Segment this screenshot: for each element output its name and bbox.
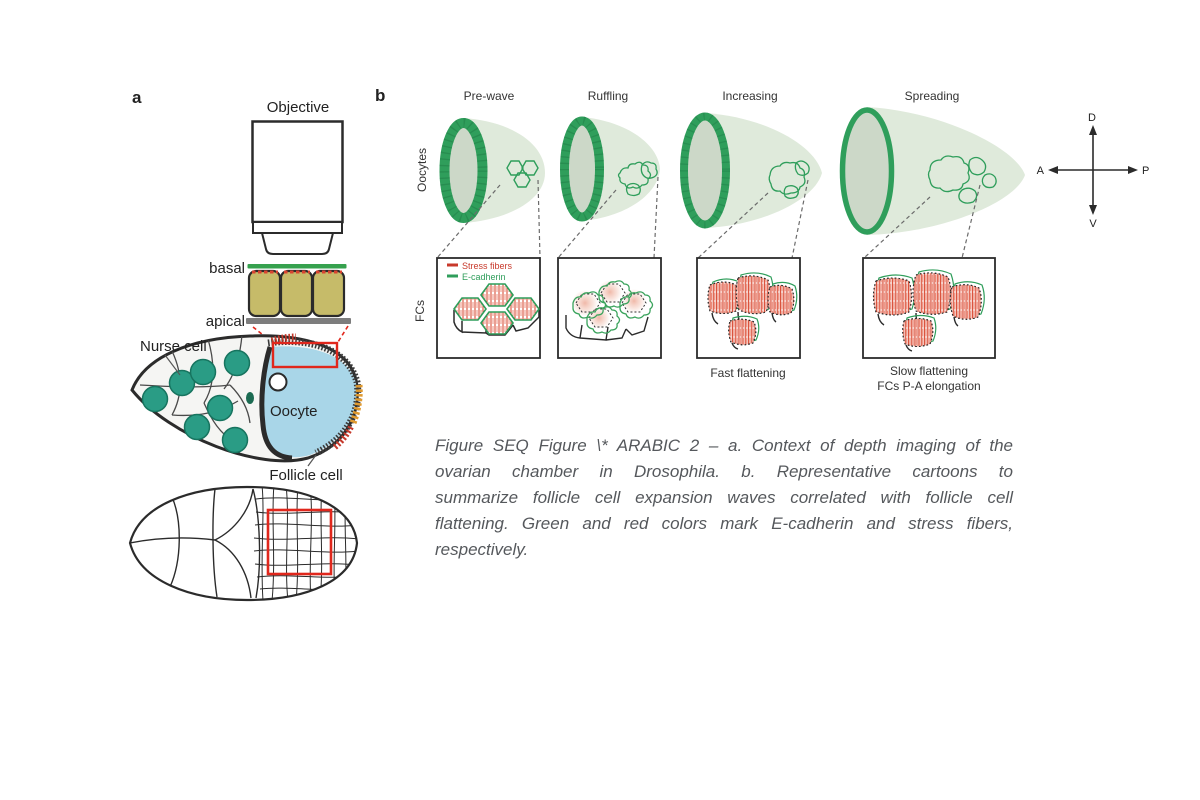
new-cell-cluster [768, 160, 810, 199]
legend-e-cadherin: E-cadherin [462, 272, 506, 282]
stage-label-pre-wave: Pre-wave [464, 89, 515, 103]
basal-label: basal [209, 260, 245, 277]
oocyte-cartoon-pre-wave [436, 118, 545, 259]
fcs-pa-elongation-label: FCs P-A elongation [877, 379, 980, 393]
apical-gray-line [246, 318, 351, 324]
arrow-left-icon [1048, 166, 1058, 174]
compass-dorsal-label: D [1088, 112, 1096, 124]
legend-stress-fibers: Stress fibers [462, 261, 513, 271]
fc-box-increasing [696, 257, 801, 359]
e-cadherin-legend-swatch [447, 274, 458, 278]
stage-label-spreading: Spreading [905, 89, 960, 103]
axis-compass: D V A P [1037, 112, 1150, 230]
fc-box-ruffling [557, 257, 662, 359]
elongated-cells [872, 269, 985, 352]
fcs-row-label: FCs [413, 300, 427, 322]
caption-line: ovarian chamber in Drosophila. b. Repres… [435, 462, 1013, 481]
oocyte-label: Oocyte [270, 403, 318, 420]
large-cell-boundaries [130, 488, 261, 599]
caption-line: flattening. Green and red colors mark E-… [435, 514, 1013, 533]
fc-box-spreading [862, 257, 996, 359]
nurse-cell-label: Nurse cell [140, 338, 207, 355]
objective-label: Objective [267, 99, 330, 116]
egg-surface-drawing [128, 485, 359, 602]
oocyte-nucleus [268, 372, 288, 392]
oocyte-cartoon-ruffling [557, 116, 660, 259]
figure-caption: Figure SEQ Figure \* ARABIC 2 – a. Conte… [435, 433, 1013, 563]
egg-chamber-drawing: Oocyte Nurse cell Follicle cell [130, 333, 363, 484]
nurse-cell-nuclei [141, 349, 254, 454]
apical-label: apical [206, 313, 245, 330]
follicle-cells-drawing: basal apical [206, 260, 351, 343]
oocytes-row-label: Oocytes [415, 148, 429, 192]
compass-ventral-label: V [1089, 218, 1097, 230]
caption-line: summarize follicle cell expansion waves … [435, 488, 1013, 507]
compass-anterior-label: A [1037, 165, 1045, 177]
basal-green-line [247, 264, 347, 269]
arrow-right-icon [1128, 166, 1138, 174]
roi-square [266, 508, 333, 576]
oocyte-cartoon-increasing [680, 112, 822, 259]
new-cell-cluster [617, 161, 658, 197]
caption-line: Figure SEQ Figure \* ARABIC 2 – a. Conte… [435, 436, 1013, 455]
oocyte-region [261, 346, 357, 458]
new-cell-cluster [927, 155, 997, 204]
stage-label-increasing: Increasing [722, 89, 777, 103]
fast-flattening-label: Fast flattening [710, 366, 785, 380]
stage-label-ruffling: Ruffling [588, 89, 628, 103]
panel-a-figure: a Objective basal apical [128, 88, 363, 602]
slow-flattening-label: Slow flattening [890, 364, 968, 378]
new-cell-cluster [506, 160, 539, 188]
hexagonal-cells [453, 283, 540, 336]
objective-drawing: Objective [251, 99, 344, 255]
arrow-down-icon [1089, 205, 1097, 215]
fc-box-pre-wave: Stress fibers E-cadherin [436, 257, 541, 359]
ruffled-cells [565, 280, 654, 341]
panel-b-label: b [375, 86, 385, 105]
oocyte-cartoon-spreading [839, 107, 1025, 259]
caption-line: respectively. [435, 540, 529, 559]
zoom-connector-lines [252, 325, 349, 343]
stress-fibers-legend-swatch [447, 263, 458, 267]
panel-a-label: a [132, 88, 142, 107]
flattening-cells [707, 272, 798, 350]
roi-rectangle [271, 341, 339, 369]
panel-b-figure: b Pre-wave Ruffling Increasing Spreading… [375, 86, 1150, 393]
follicle-cell-label: Follicle cell [269, 467, 342, 484]
compass-posterior-label: P [1142, 165, 1149, 177]
arrow-up-icon [1089, 125, 1097, 135]
